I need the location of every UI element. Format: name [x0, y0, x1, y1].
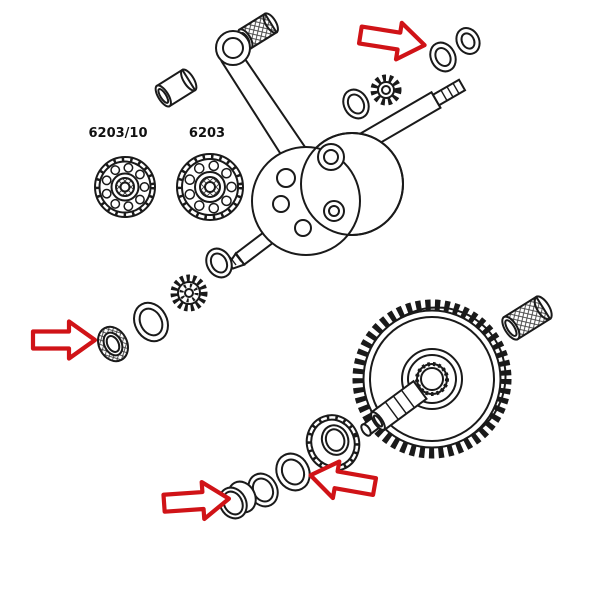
crankshaft	[227, 78, 467, 270]
crank-shaft-threaded-end	[431, 78, 467, 107]
web-hole	[276, 168, 296, 188]
ring-large-lower	[133, 301, 169, 343]
ball-bearing-6203-10	[94, 156, 156, 218]
gear-teeth	[352, 299, 512, 459]
ball-bearing-lower	[305, 414, 361, 472]
shim-ring-lower	[205, 247, 233, 279]
crank-boss	[323, 200, 345, 222]
crank-pin	[317, 143, 345, 171]
bushing-spacer-top	[154, 68, 198, 108]
bearing-balls	[184, 160, 237, 214]
roller-cage-lower	[170, 274, 208, 312]
bearing-balls	[101, 162, 150, 212]
arrow-bottom-left-icon	[161, 479, 232, 522]
ball-bearing-6203	[176, 153, 244, 221]
seal-washer-top-2	[455, 27, 481, 55]
arrow-middle-left-icon	[30, 319, 98, 361]
arrow-bottom-center-icon	[308, 459, 379, 501]
primary-gear	[352, 299, 512, 459]
needle-cage-gear	[501, 295, 553, 341]
label-bearing-6203-10: 6203/10	[88, 126, 147, 141]
web-hole	[294, 219, 312, 237]
star-lock-washer	[370, 74, 402, 106]
gear-shaft	[360, 379, 428, 437]
shim-ring-top	[342, 88, 370, 120]
arrows	[30, 20, 427, 522]
web-hole	[272, 195, 290, 213]
label-bearing-6203: 6203	[189, 126, 225, 141]
arrow-top-right-icon	[356, 20, 427, 62]
spacer-ring-1	[275, 452, 311, 492]
diagram-artwork: 6203/10 6203	[30, 12, 553, 522]
seal-washer-top-1	[429, 41, 457, 73]
oil-seal-lower	[97, 325, 129, 363]
